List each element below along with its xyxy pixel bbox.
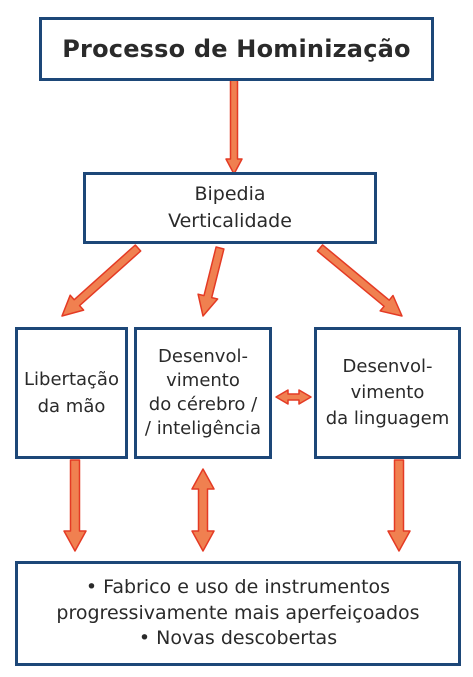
language-development-line-1: Desenvol- xyxy=(342,355,433,377)
brain-development-line-2: vimento xyxy=(166,370,240,392)
bipedia-to-brain-arrow xyxy=(197,246,225,317)
diagram-title: Processo de Hominização xyxy=(62,34,411,63)
bipedia-box: Bipedia Verticalidade xyxy=(83,172,377,244)
brain-development-line-1: Desenvol- xyxy=(158,346,248,368)
brain-development-line-3: do cérebro / xyxy=(148,394,258,415)
hand-liberation-line-2: da mão xyxy=(37,396,106,417)
language-development-line-2: vimento xyxy=(350,381,425,403)
hand-to-outcome-arrow xyxy=(63,459,87,552)
outcome-line-1: • Fabrico e uso de instrumentos xyxy=(85,576,391,599)
bipedia-to-language-arrow xyxy=(316,244,403,317)
brain-language-double-arrow xyxy=(275,389,312,405)
hand-liberation-line-1: Libertação xyxy=(24,369,119,390)
bipedia-to-hand-arrow xyxy=(61,244,142,317)
outcome-box: • Fabrico e uso de instrumentos progress… xyxy=(15,561,461,666)
title-box: Processo de Hominização xyxy=(39,17,434,81)
outcome-line-3: • Novas descobertas xyxy=(138,627,338,650)
verticalidade-label: Verticalidade xyxy=(168,210,292,232)
bipedia-label: Bipedia xyxy=(194,183,266,206)
title-to-bipedia-arrow xyxy=(225,79,243,175)
language-to-outcome-arrow xyxy=(387,459,411,552)
hand-liberation-box: Libertação da mão xyxy=(15,327,128,459)
brain-development-box: Desenvol- vimento do cérebro / / intelig… xyxy=(134,327,272,459)
outcome-line-2: progressivamente mais aperfeiçoados xyxy=(56,601,420,624)
language-development-line-3: da linguagem xyxy=(325,408,450,430)
brain-outcome-double-arrow xyxy=(191,468,215,552)
brain-development-line-4: / inteligência xyxy=(144,417,262,439)
language-development-box: Desenvol- vimento da linguagem xyxy=(314,327,461,459)
